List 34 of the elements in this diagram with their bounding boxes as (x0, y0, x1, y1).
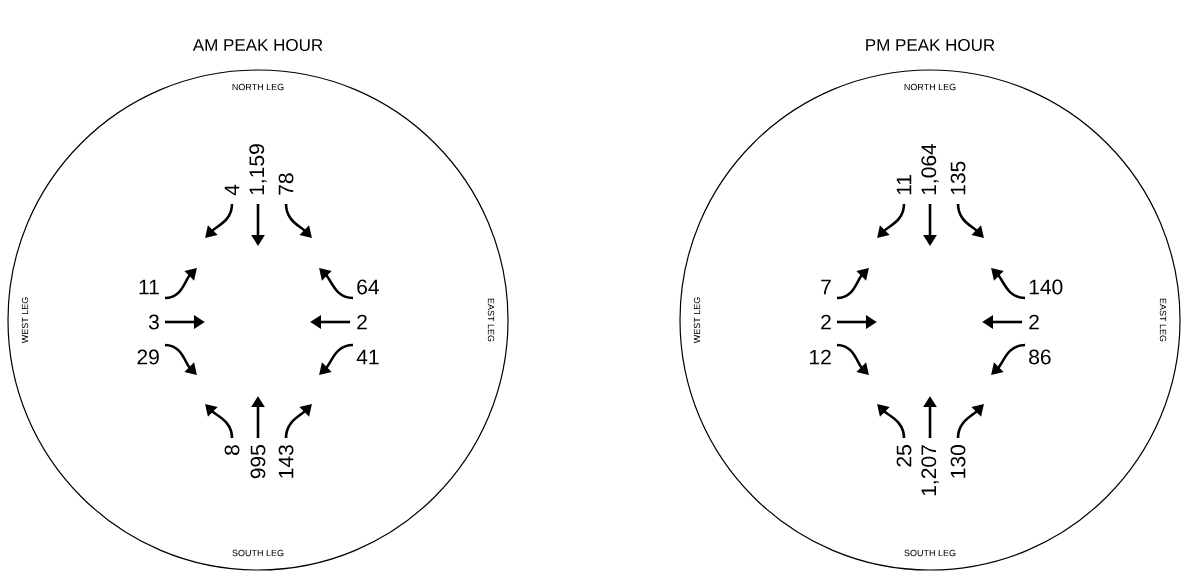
movement-count: 2 (1029, 314, 1039, 330)
leg-label: EAST LEG (487, 298, 495, 342)
movement-count: 3 (148, 314, 159, 330)
panel-title: AM PEAK HOUR (192, 39, 323, 52)
movement-count: 64 (357, 279, 379, 295)
movement-count: 4 (224, 184, 240, 196)
leg-label: NORTH LEG (904, 83, 956, 91)
movement-count: 143 (278, 445, 294, 478)
movement-count: 7 (821, 279, 831, 295)
movement-count: 29 (137, 349, 159, 365)
movement-count: 2 (357, 314, 367, 330)
movement-count: 78 (278, 173, 294, 195)
movement-count: 130 (950, 445, 966, 478)
movement-count: 41 (356, 349, 379, 365)
movement-count: 11 (896, 175, 912, 195)
movement-count: 11 (139, 279, 159, 295)
panel-title: PM PEAK HOUR (866, 39, 995, 52)
movement-count: 86 (1029, 349, 1051, 365)
movement-count: 1,159 (249, 144, 267, 195)
leg-label: NORTH LEG (232, 83, 284, 91)
movement-count: 140 (1029, 279, 1063, 295)
leg-label: WEST LEG (21, 297, 29, 344)
movement-count: 135 (950, 161, 966, 195)
leg-label: SOUTH LEG (232, 549, 284, 557)
leg-label: WEST LEG (693, 297, 701, 344)
movement-count: 1,207 (921, 445, 939, 496)
movement-count: 25 (896, 445, 912, 467)
movement-count: 2 (821, 314, 831, 330)
movement-count: 12 (810, 349, 831, 365)
movement-count: 995 (250, 445, 266, 479)
leg-label: SOUTH LEG (904, 549, 956, 557)
movement-count: 1,064 (921, 143, 939, 195)
movement-count: 8 (224, 445, 240, 455)
leg-label: EAST LEG (1159, 298, 1167, 342)
